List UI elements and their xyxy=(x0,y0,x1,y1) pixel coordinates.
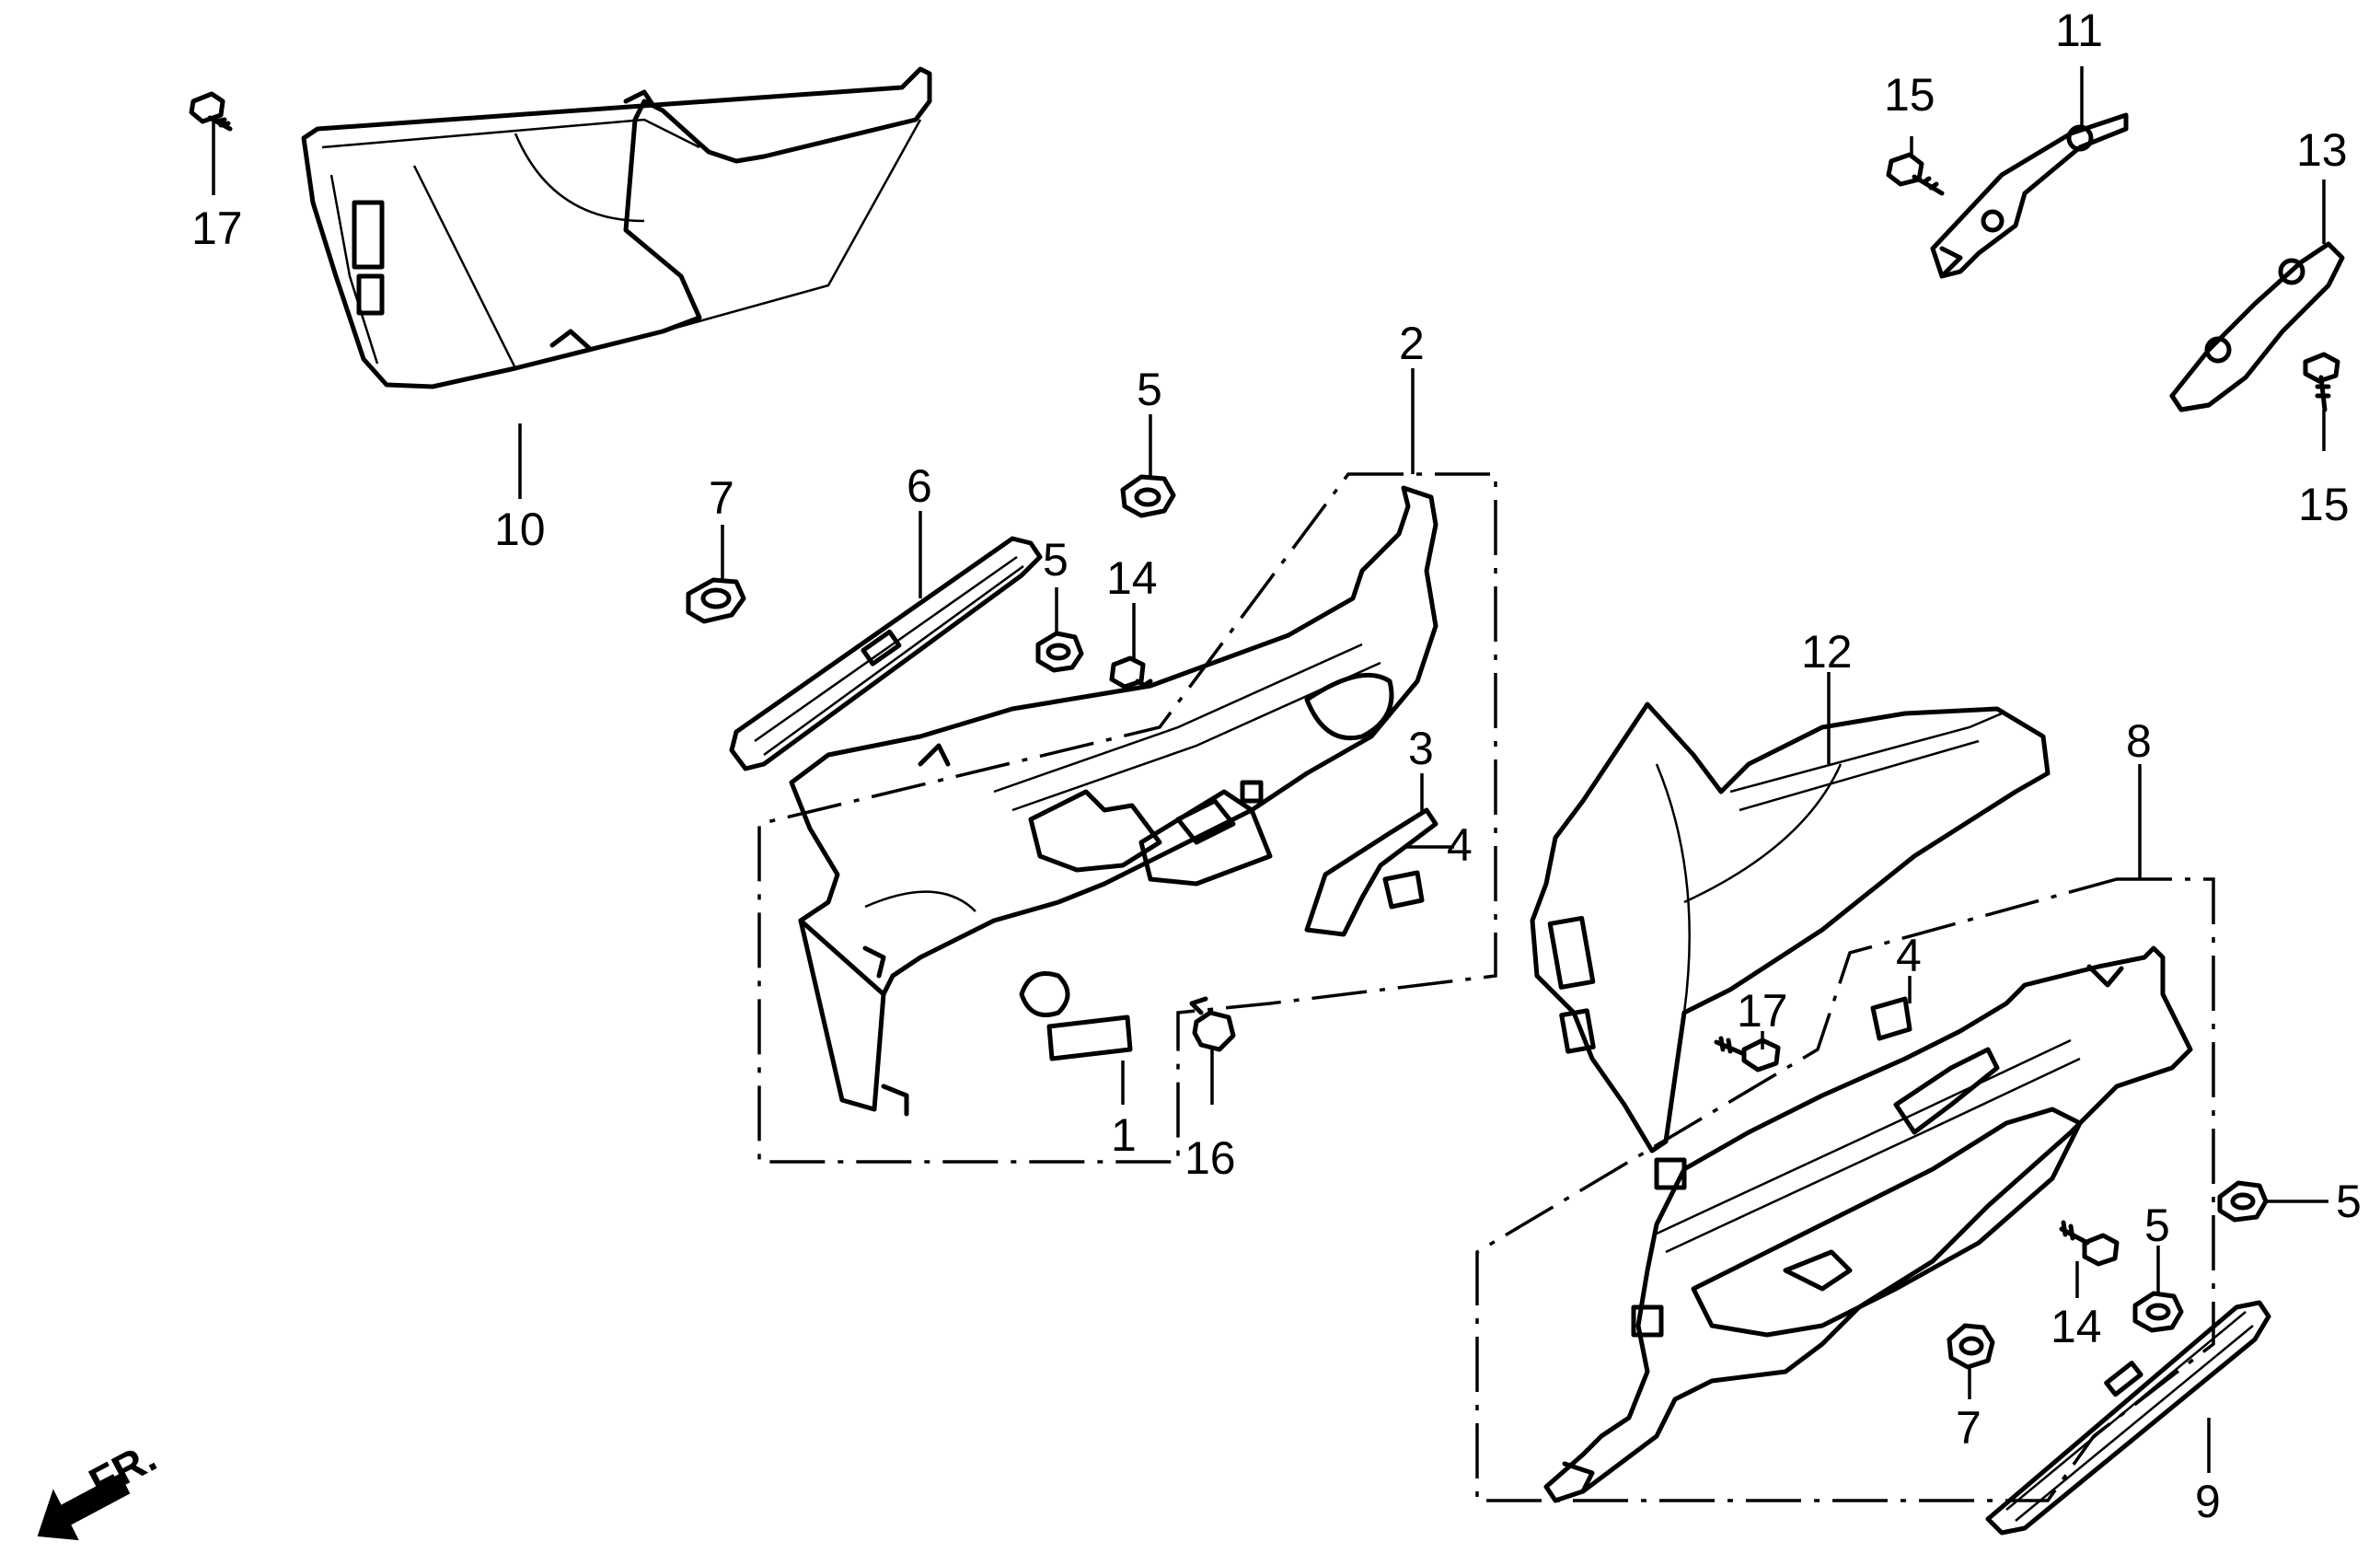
part-6-trim-strip xyxy=(729,536,1043,771)
callout-4-upper: 4 xyxy=(1447,819,1473,871)
part-10-side-cover xyxy=(301,66,932,389)
callout-1: 1 xyxy=(1111,1109,1137,1161)
part-13-bracket xyxy=(2169,241,2345,412)
callout-17-right: 17 xyxy=(1737,985,1788,1037)
part-15-screw-lower xyxy=(2303,352,2340,412)
callout-8: 8 xyxy=(2126,715,2152,767)
part-5-nut-lower-right xyxy=(2132,1291,2184,1333)
callout-5-lower-right: 5 xyxy=(2144,1200,2170,1251)
part-14-screw-right xyxy=(2059,1220,2120,1267)
callout-12: 12 xyxy=(1801,626,1853,678)
part-1-pad xyxy=(1046,1014,1133,1061)
part-16-clip xyxy=(1189,996,1236,1052)
part-7-grommet-right xyxy=(1947,1323,1995,1370)
part-9-trim-strip xyxy=(1985,1300,2271,1536)
callout-16: 16 xyxy=(1184,1132,1236,1184)
group-outline-part-2 xyxy=(757,472,1497,1164)
part-14-screw-left xyxy=(1109,655,1164,698)
callout-2: 2 xyxy=(1399,318,1425,369)
callout-15-lower: 15 xyxy=(2298,479,2350,530)
leader-lines xyxy=(212,66,2328,1473)
part-15-screw-upper xyxy=(1886,152,1945,196)
callout-15-upper: 15 xyxy=(1884,69,1935,121)
callout-5-left: 5 xyxy=(1043,534,1069,585)
callout-4-right: 4 xyxy=(1896,930,1922,981)
part-17-screw-right xyxy=(1714,1036,1781,1072)
callout-14-left: 14 xyxy=(1106,552,1158,604)
callout-6: 6 xyxy=(907,460,932,512)
group-outline-part-8 xyxy=(1475,877,2215,1502)
part-17-screw-top xyxy=(189,91,233,132)
front-direction-marker: FR. xyxy=(37,1432,164,1541)
callout-5-upper: 5 xyxy=(1137,364,1162,415)
part-11-bracket xyxy=(1930,112,2129,279)
part-5-nut-left xyxy=(1035,631,1084,673)
part-4-clip-right xyxy=(1870,996,1912,1041)
callout-17-top-left: 17 xyxy=(191,203,243,254)
part-4-clip-upper xyxy=(1382,870,1425,910)
part-3-trim-piece xyxy=(1304,807,1438,937)
part-2-dash-panel xyxy=(789,485,1438,1117)
part-5-nut-upper xyxy=(1120,474,1176,518)
callout-9: 9 xyxy=(2195,1476,2221,1527)
front-direction-arrow-icon xyxy=(37,1473,131,1541)
callout-7-left: 7 xyxy=(709,472,734,524)
part-12-side-cover xyxy=(1530,701,2051,1153)
callout-11: 11 xyxy=(2055,5,2103,56)
callout-14-right: 14 xyxy=(2051,1301,2102,1352)
callout-13: 13 xyxy=(2296,124,2348,176)
callout-10: 10 xyxy=(494,504,546,555)
part-8-dash-panel xyxy=(1543,945,2193,1503)
callout-7-right: 7 xyxy=(1956,1402,1981,1454)
part-7-grommet-left xyxy=(686,577,746,624)
callout-5-far-right: 5 xyxy=(2336,1176,2362,1227)
part-5-nut-far-right xyxy=(2217,1180,2269,1223)
callout-3: 3 xyxy=(1408,723,1434,774)
